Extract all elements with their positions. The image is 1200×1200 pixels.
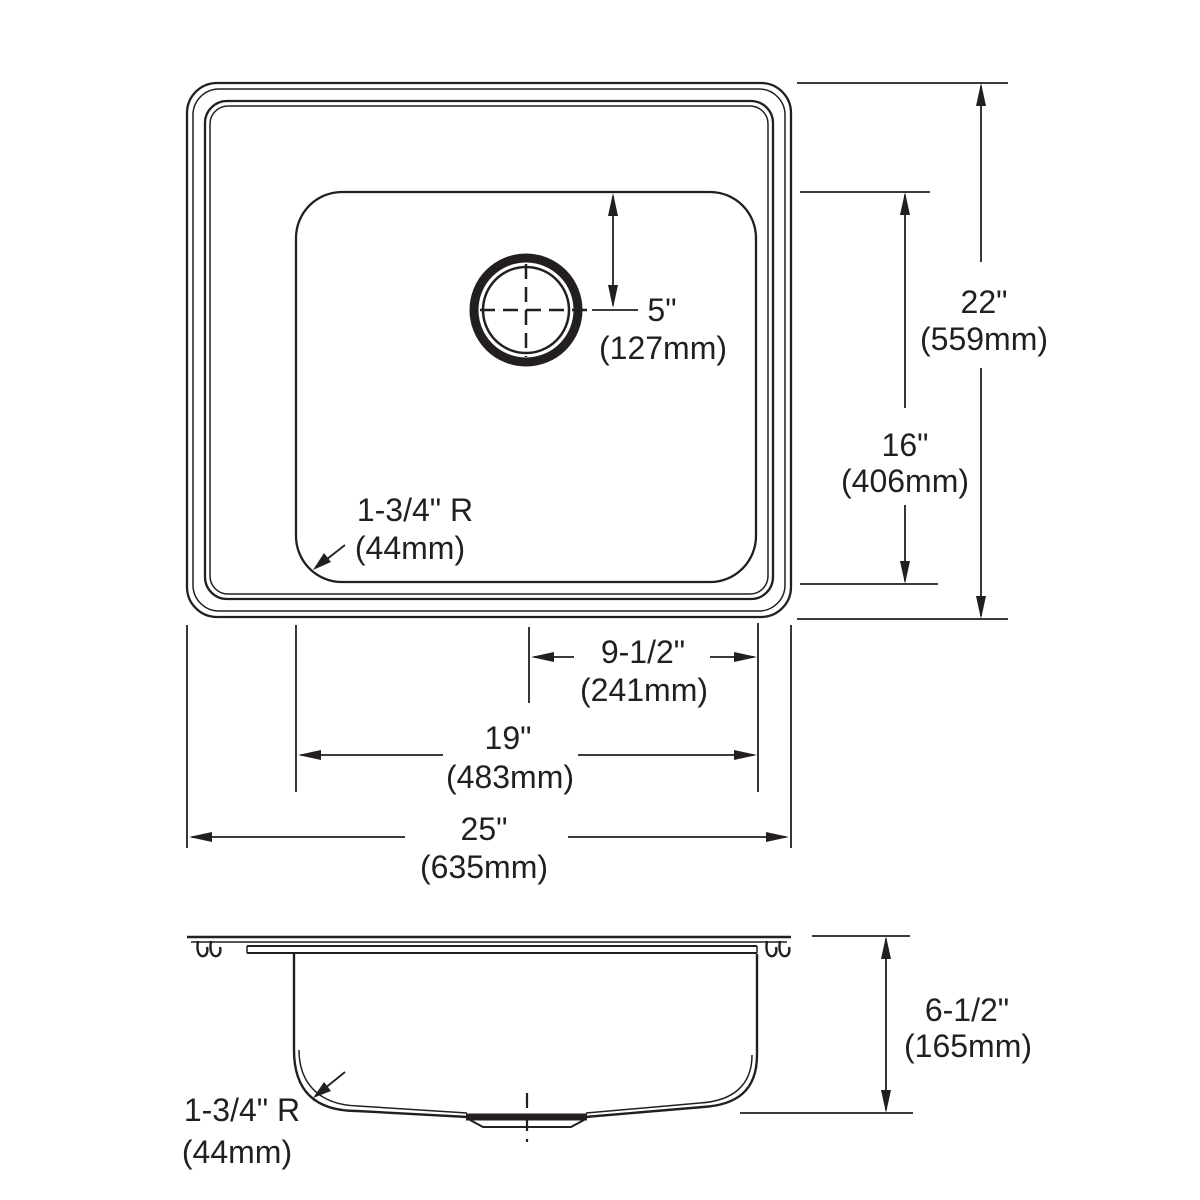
callout-bowl-corner-radius: 1-3/4" R (44mm) [313,492,473,570]
plan-view: 5" (127mm) 1-3/4" R (44mm) [185,81,793,619]
bowl-outline [294,190,758,584]
clip-hook [765,940,778,958]
dim-label-in: 9-1/2" [601,634,685,670]
section-view: 6-1/2" (165mm) 1-3/4" R (44mm) [182,935,1032,1170]
arrowhead-right [734,652,757,662]
dim-overall-front-back: 22" (559mm) [797,82,1048,620]
dim-bowl-depth: 6-1/2" (165mm) [740,935,1032,1114]
dim-label-mm: (44mm) [182,1134,292,1170]
arrowhead-down [900,561,910,584]
dim-label-mm: (241mm) [580,672,708,708]
bowl-floor-inner-line [585,1054,753,1114]
arrowhead-down [608,285,618,308]
bowl-floor-inner-line [298,1049,468,1114]
dim-label-in: 19" [485,720,532,756]
rim-inner-edge-inner-line [209,105,769,595]
bowl-section-outline [292,953,759,1119]
dim-label-mm: (559mm) [920,321,1048,357]
dim-label-in: 25" [461,811,508,847]
leader-line [323,1071,346,1090]
rim-inner-edge [203,99,775,601]
arrowhead-right [734,750,757,760]
mounting-clip-left [196,940,222,958]
callout-bottom-radius: 1-3/4" R (44mm) [182,1071,346,1170]
arrowhead-left [189,832,212,842]
dim-overall-width: 25" (635mm) [186,625,792,885]
sink-outer-edge [185,81,793,619]
dim-faucet-to-bowl-edge: 9-1/2" (241mm) [528,623,759,792]
arrowhead-up [900,192,910,215]
dim-bowl-width: 19" (483mm) [295,625,757,795]
faucet-hole [469,253,590,367]
dim-label-mm: (635mm) [420,849,548,885]
dim-bowl-front-back: 16" (406mm) [800,191,969,585]
arrowhead-left [298,750,321,760]
dim-faucet-offset: 5" (127mm) [592,193,727,366]
dim-label-in: 22" [961,284,1008,320]
dim-label-in: 16" [882,427,929,463]
dim-label-mm: (406mm) [841,463,969,499]
arrowhead-up [881,936,891,959]
dim-label-in: 1-3/4" R [184,1092,300,1128]
clip-hook [196,940,209,958]
dim-label-mm: (165mm) [904,1028,1032,1064]
dim-label-in: 6-1/2" [925,992,1009,1028]
arrowhead-leader [313,1082,331,1098]
arrowhead-left [531,652,554,662]
dim-label-in: 1-3/4" R [357,492,473,528]
arrowhead-down [976,596,986,619]
clip-hook [209,940,222,958]
drain-recess [466,1093,587,1142]
sink-outer-edge-inner-line [192,88,786,612]
dim-label-mm: (44mm) [355,530,465,566]
clip-hook [778,940,791,958]
mounting-clip-right [765,940,791,958]
arrowhead-up [608,193,618,216]
arrowhead-leader [313,553,331,570]
arrowhead-down [881,1090,891,1113]
arrowhead-up [976,83,986,106]
dim-label-mm: (127mm) [599,330,727,366]
dim-label-in: 5" [647,292,676,328]
arrowhead-right [766,832,789,842]
dim-label-mm: (483mm) [446,759,574,795]
